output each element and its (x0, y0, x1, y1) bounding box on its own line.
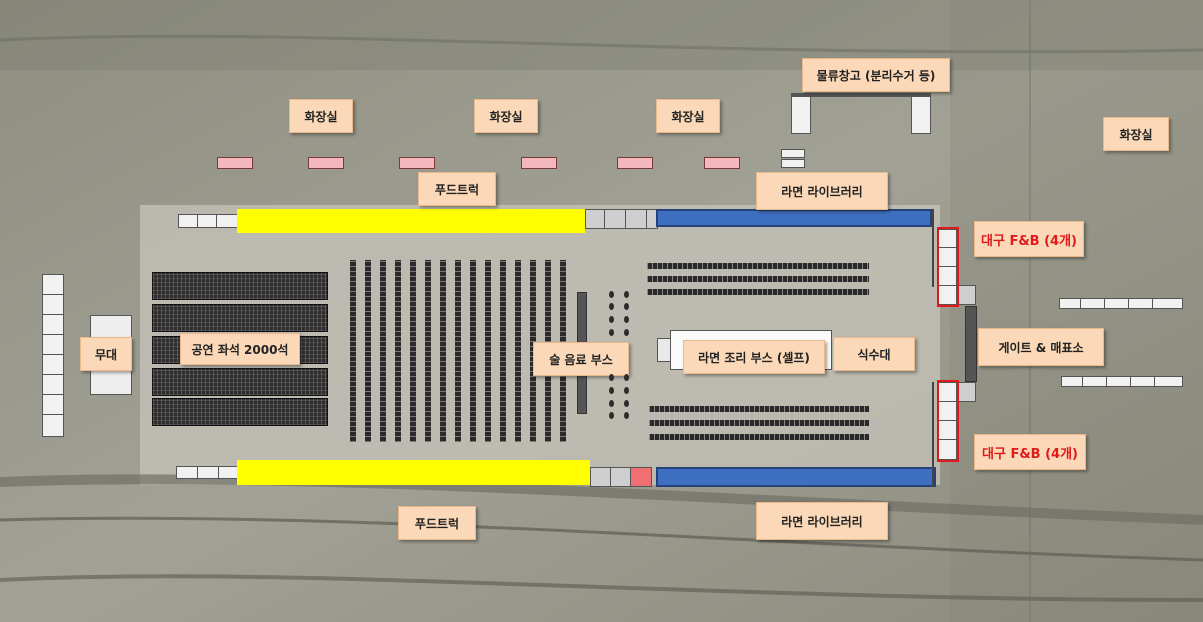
toilet-label-1: 화장실 (289, 99, 353, 133)
toilet-label-4: 화장실 (1103, 117, 1169, 151)
warehouse-label: 물류창고 (분리수거 등) (802, 58, 950, 92)
seat-block (152, 304, 328, 332)
table-column (380, 260, 386, 442)
daegu-fb-label-bottom: 대구 F&B (4개) (974, 434, 1086, 470)
foodtruck-label-top: 푸드트럭 (418, 172, 496, 206)
table-column (410, 260, 416, 442)
warehouse-left (791, 94, 811, 134)
gate-structure (965, 306, 977, 382)
table-row (649, 420, 869, 426)
toilet-unit (399, 157, 435, 169)
table-column (395, 260, 401, 442)
table-column (500, 260, 506, 442)
toilet-unit (617, 157, 653, 169)
stage-label: 무대 (80, 337, 132, 371)
table-column (350, 260, 356, 442)
ramen-library-zone-top (656, 209, 932, 227)
seat-block (152, 398, 328, 426)
daegu-fb-label-top: 대구 F&B (4개) (974, 221, 1084, 257)
gate-label: 게이트 & 매표소 (978, 328, 1104, 366)
sink-label: 식수대 (833, 337, 915, 371)
toilet-unit (521, 157, 557, 169)
ramen-library-label-top: 라면 라이브러리 (756, 172, 888, 210)
table-column (425, 260, 431, 442)
toilet-label-3: 화장실 (656, 99, 720, 133)
foodtruck-zone-top (237, 209, 585, 233)
table-column (440, 260, 446, 442)
warehouse-right (911, 94, 931, 134)
drink-booth-label: 술 음료 부스 (533, 342, 629, 376)
table-row (647, 289, 869, 295)
ramen-library-zone-bottom (656, 467, 936, 487)
toilet-unit (308, 157, 344, 169)
ramen-library-label-bottom: 라면 라이브러리 (756, 502, 888, 540)
toilet-unit (704, 157, 740, 169)
table-column (455, 260, 461, 442)
daegu-fb-outline-bottom (937, 380, 959, 462)
table-column (470, 260, 476, 442)
seat-block (152, 272, 328, 300)
table-row (647, 263, 869, 269)
stage-structure (42, 274, 64, 437)
foodtruck-label-bottom: 푸드트럭 (398, 506, 476, 540)
seats-label: 공연 좌석 2000석 (180, 333, 300, 365)
table-column (515, 260, 521, 442)
ramen-cook-label: 라면 조리 부스 (셀프) (683, 340, 825, 374)
table-column (485, 260, 491, 442)
table-column (365, 260, 371, 442)
toilet-label-2: 화장실 (474, 99, 538, 133)
table-row (649, 406, 869, 412)
table-row (647, 276, 869, 282)
table-row (649, 434, 869, 440)
daegu-fb-outline-top (937, 227, 959, 307)
toilet-unit (217, 157, 253, 169)
seat-block (152, 368, 328, 396)
foodtruck-zone-bottom (237, 460, 590, 485)
